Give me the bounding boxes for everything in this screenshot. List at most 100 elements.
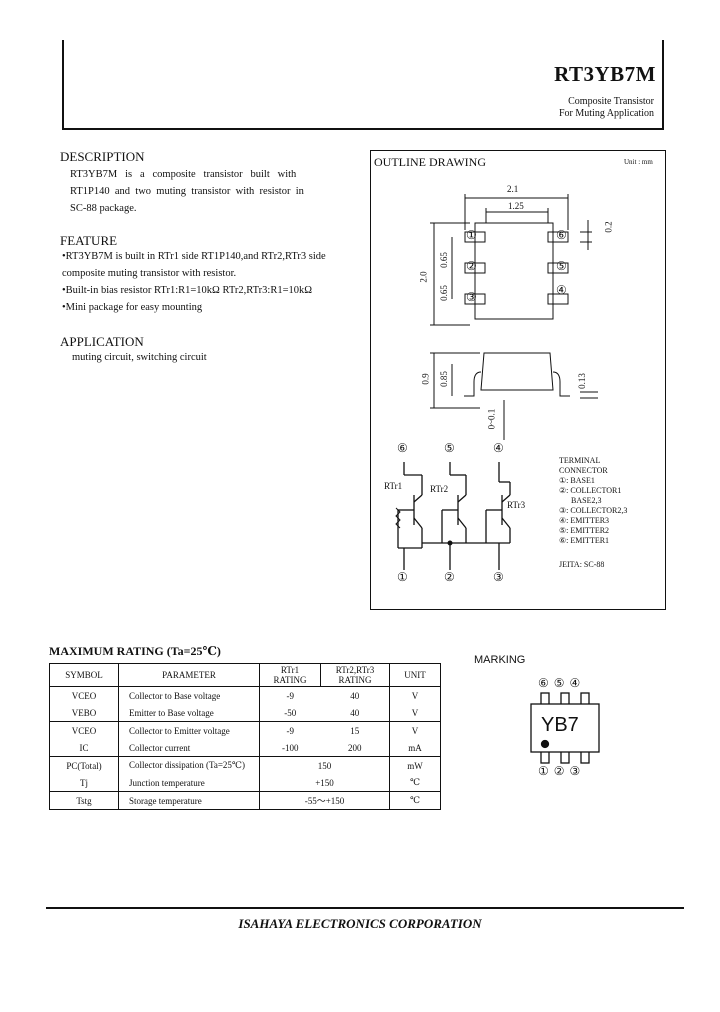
unit-label: Unit : mm xyxy=(624,158,653,166)
package-side-view xyxy=(480,352,554,391)
pin-label: ④ xyxy=(556,283,567,297)
footer-rule xyxy=(46,907,684,909)
feature-body: •RT3YB7M is built in RTr1 side RT1P140,a… xyxy=(62,248,354,316)
terminal-item: ③: COLLECTOR2,3 xyxy=(559,506,628,515)
col-unit: UNIT xyxy=(389,663,441,687)
rtr23-cell: 200 xyxy=(320,739,390,757)
rtr23-cell: 40 xyxy=(320,704,390,722)
symbol-cell: Tj xyxy=(49,774,119,792)
lead xyxy=(464,231,486,243)
rtr1-cell: -9 xyxy=(259,721,321,739)
parameter-cell: Storage temperature xyxy=(118,791,260,810)
dim-1-25: 1.25 xyxy=(508,201,524,211)
terminal-item: ④: EMITTER3 xyxy=(559,516,610,525)
col-parameter: PARAMETER xyxy=(118,663,260,687)
description-line: RT3YB7M is a composite transistor built … xyxy=(70,169,297,180)
terminal-item: ⑥: EMITTER1 xyxy=(559,536,610,545)
unit-cell: mA xyxy=(389,739,441,757)
unit-cell: ℃ xyxy=(389,774,441,792)
pin-label: ⑤ xyxy=(553,676,570,690)
parameter-cell: Collector to Emitter voltage xyxy=(118,721,260,739)
lead xyxy=(464,293,486,305)
unit-cell: V xyxy=(389,686,441,704)
lead xyxy=(547,293,569,305)
circuit-pin: ⑤ xyxy=(444,441,455,455)
parameter-cell: Collector current xyxy=(118,739,260,757)
symbol-cell: IC xyxy=(49,739,119,757)
col-rtr23: RTr2,RTr3 RATING xyxy=(320,663,390,687)
circuit-schematic xyxy=(395,462,511,570)
tr-label: RTr2 xyxy=(430,484,449,494)
dim-2-0: 2.0 xyxy=(418,271,429,283)
col-symbol: SYMBOL xyxy=(49,663,119,687)
parameter-cell: Emitter to Base voltage xyxy=(118,704,260,722)
part-number: RT3YB7M xyxy=(554,62,656,86)
jeita-label: JEITA: SC-88 xyxy=(559,560,605,569)
description-line: RT1P140 and two muting transistor with r… xyxy=(70,186,304,197)
rtr1-cell: -100 xyxy=(282,742,299,753)
unit-cell: V xyxy=(389,721,441,739)
table-row: VCEO Collector to Emitter voltage -9 15 … xyxy=(49,721,441,739)
tr-label: RTr1 xyxy=(384,481,403,491)
circuit-pin: ② xyxy=(444,570,455,584)
marking-package xyxy=(530,692,600,764)
rtr23-cell: 15 xyxy=(320,721,390,739)
outline-drawing-box xyxy=(370,150,666,610)
rtr1-cell: -9 xyxy=(286,690,295,701)
rating-table: SYMBOL PARAMETER RTr1 RATING RTr2,RTr3 R… xyxy=(49,663,441,810)
lead xyxy=(547,262,569,274)
symbol-cell: Tstg xyxy=(49,791,119,810)
title-box xyxy=(62,40,664,130)
tr-label: RTr3 xyxy=(507,500,526,510)
description-heading: DESCRIPTION xyxy=(60,149,145,164)
table-row: VCEO Collector to Base voltage -9 40 V xyxy=(49,686,441,704)
col-rtr1: RTr1 RATING xyxy=(259,663,321,687)
symbol-cell: VCEO xyxy=(49,721,119,739)
dim-0-0-1: 0~0.1 xyxy=(486,408,497,430)
pin-label: ⑤ xyxy=(556,259,567,273)
lead xyxy=(547,231,569,243)
parameter-cell: Junction temperature xyxy=(118,774,260,792)
dim-0-2: 0.2 xyxy=(603,221,614,233)
lead-side xyxy=(464,371,482,397)
package-top-view xyxy=(474,222,554,320)
terminal-heading: TERMINAL xyxy=(559,456,601,465)
rtr1-cell: -50 xyxy=(284,707,297,718)
circuit-pin: ① xyxy=(397,570,408,584)
rating-heading: MAXIMUM RATING (Ta=25℃) xyxy=(49,644,221,658)
pin-label: ② xyxy=(553,764,570,778)
feature-line: •Built-in bias resistor RTr1:R1=10kΩ RTr… xyxy=(62,285,313,296)
unit-cell: ℃ xyxy=(389,791,441,810)
feature-heading: FEATURE xyxy=(60,233,118,248)
circuit-pin: ④ xyxy=(493,441,504,455)
table-header-row: SYMBOL PARAMETER RTr1 RATING RTr2,RTr3 R… xyxy=(49,663,441,687)
feature-line: •RT3YB7M is built in RTr1 side RT1P140,a… xyxy=(62,251,326,262)
unit-cell: mW xyxy=(389,756,441,774)
marking-code: YB7 xyxy=(541,714,579,736)
subtitle-line-2: For Muting Application xyxy=(559,108,654,119)
pin-label: ③ xyxy=(569,764,586,778)
feature-line: •Mini package for easy mounting xyxy=(62,302,203,313)
table-row: PC(Total) Collector dissipation (Ta=25℃)… xyxy=(49,756,441,774)
pin-label: ① xyxy=(466,228,477,242)
symbol-cell: VEBO xyxy=(49,704,119,722)
pin-label: ① xyxy=(538,764,554,778)
outline-heading: OUTLINE DRAWING xyxy=(374,155,487,169)
parameter-cell: Collector to Base voltage xyxy=(118,686,260,704)
dim-2-1: 2.1 xyxy=(507,184,519,194)
unit-cell: V xyxy=(389,704,441,722)
dim-0-13: 0.13 xyxy=(576,373,587,389)
dim-0-65-b: 0.65 xyxy=(438,285,449,301)
rtr23-cell: 40 xyxy=(320,686,390,704)
dim-0-85: 0.85 xyxy=(438,371,449,387)
terminal-item: ⑤: EMITTER2 xyxy=(559,526,610,535)
dim-0-65-a: 0.65 xyxy=(438,252,449,268)
rating-merged-cell: 150 xyxy=(259,756,390,774)
terminal-connector-list: TERMINAL CONNECTOR ①: BASE1 ②: COLLECTOR… xyxy=(559,456,627,546)
table-row: Tstg Storage temperature -55～+150 ℃ xyxy=(49,791,441,810)
pin-label: ⑥ xyxy=(538,676,554,690)
lead xyxy=(464,262,486,274)
dim-0-9: 0.9 xyxy=(420,373,431,385)
table-row: IC Collector current -100 200 mA xyxy=(49,739,441,757)
symbol-cell: PC(Total) xyxy=(49,756,119,774)
